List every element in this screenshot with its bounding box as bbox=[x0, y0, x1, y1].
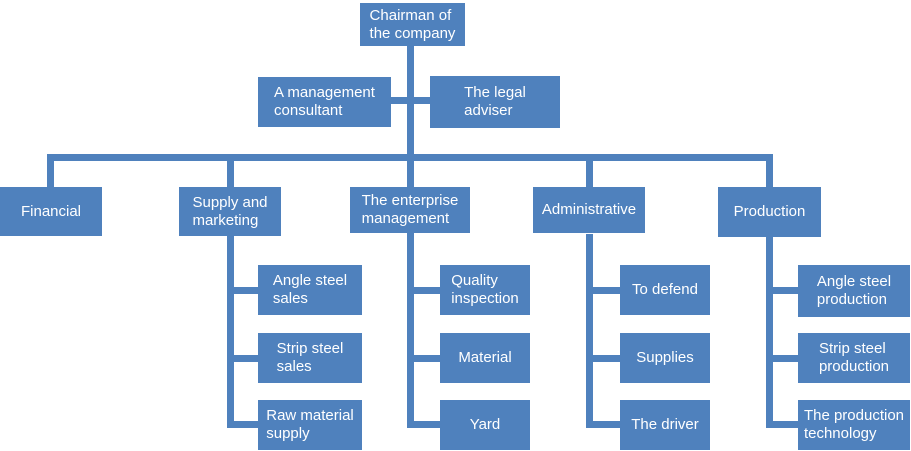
org-node-quality-inspection: Quality inspection bbox=[440, 265, 530, 315]
org-node-production: Production bbox=[718, 187, 821, 237]
org-node-enterprise-management: The enterprise management bbox=[350, 187, 470, 233]
org-node-material: Material bbox=[440, 333, 530, 383]
connector-stub bbox=[586, 421, 620, 428]
org-node-the-driver: The driver bbox=[620, 400, 710, 450]
connector-drop-production bbox=[766, 161, 773, 187]
org-node-label: The legal adviser bbox=[464, 84, 526, 119]
org-node-management-consultant: A management consultant bbox=[258, 77, 391, 127]
connector-stub bbox=[766, 421, 798, 428]
connector-drop-supply bbox=[227, 161, 234, 187]
org-node-angle-steel-production: Angle steel production bbox=[798, 265, 910, 317]
org-node-yard: Yard bbox=[440, 400, 530, 450]
connector-branch-supply bbox=[227, 236, 234, 428]
org-node-label: Angle steel sales bbox=[272, 272, 348, 307]
org-node-strip-steel-sales: Strip steel sales bbox=[258, 333, 362, 383]
org-node-supply-marketing: Supply and marketing bbox=[179, 187, 281, 236]
connector-stub bbox=[407, 421, 440, 428]
connector-main-horizontal bbox=[47, 154, 773, 161]
org-node-label: The driver bbox=[631, 416, 699, 433]
connector-trunk-vertical bbox=[407, 46, 414, 187]
org-node-label: A management consultant bbox=[274, 84, 375, 119]
connector-stub bbox=[766, 287, 798, 294]
connector-drop-administrative bbox=[586, 161, 593, 187]
org-node-label: Yard bbox=[469, 416, 501, 433]
connector-stub bbox=[227, 421, 258, 428]
connector-stub bbox=[766, 355, 798, 362]
connector-branch-administrative bbox=[586, 234, 593, 428]
org-node-supplies: Supplies bbox=[620, 333, 710, 383]
org-node-production-technology: The production technology bbox=[798, 400, 910, 450]
org-node-label: Supplies bbox=[636, 349, 694, 366]
connector-branch-production bbox=[766, 237, 773, 428]
connector-stub bbox=[407, 355, 440, 362]
connector-branch-enterprise bbox=[407, 233, 414, 428]
org-node-raw-material-supply: Raw material supply bbox=[258, 400, 362, 450]
connector-stub bbox=[586, 355, 620, 362]
org-node-label: Production bbox=[733, 203, 806, 220]
org-node-label: Administrative bbox=[541, 201, 637, 218]
connector-drop-financial bbox=[47, 161, 54, 187]
org-node-strip-steel-production: Strip steel production bbox=[798, 333, 910, 383]
org-node-label: Supply and marketing bbox=[192, 193, 268, 229]
org-node-financial: Financial bbox=[0, 187, 102, 236]
org-node-legal-adviser: The legal adviser bbox=[430, 76, 560, 128]
connector-staff-horizontal bbox=[391, 97, 430, 104]
connector-stub bbox=[407, 287, 440, 294]
connector-stub bbox=[586, 287, 620, 294]
org-node-label: Raw material supply bbox=[266, 407, 354, 442]
connector-stub bbox=[227, 287, 258, 294]
org-node-to-defend: To defend bbox=[620, 265, 710, 315]
org-node-label: Strip steel production bbox=[818, 340, 890, 375]
org-node-administrative: Administrative bbox=[533, 187, 645, 233]
org-node-label: Angle steel production bbox=[816, 273, 892, 308]
org-node-angle-steel-sales: Angle steel sales bbox=[258, 265, 362, 315]
org-node-label: Material bbox=[458, 349, 512, 366]
org-node-label: To defend bbox=[632, 281, 698, 298]
org-node-label: The production technology bbox=[803, 407, 905, 442]
connector-stub bbox=[227, 355, 258, 362]
org-node-label: Financial bbox=[20, 202, 82, 220]
org-node-label: Strip steel sales bbox=[276, 340, 344, 375]
org-node-chairman: Chairman of the company bbox=[360, 3, 465, 46]
org-node-label: The enterprise management bbox=[361, 192, 459, 227]
org-node-label: Chairman of the company bbox=[369, 6, 456, 42]
org-node-label: Quality inspection bbox=[451, 272, 519, 307]
